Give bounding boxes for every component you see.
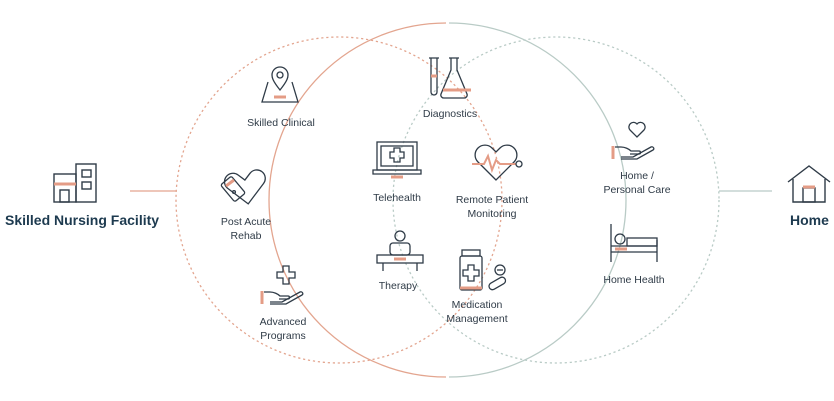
telehealth-label: Telehealth <box>373 192 421 204</box>
lab-flasks-icon <box>423 56 473 100</box>
map-pin-icon <box>258 64 302 104</box>
hand-plus-icon <box>258 264 308 306</box>
hand-heart-icon <box>609 119 659 161</box>
skilled-nursing-facility-label: Skilled Nursing Facility <box>5 212 160 228</box>
bed-patient-icon <box>607 222 661 264</box>
nursing-facility-building-icon <box>52 160 100 204</box>
heart-pulse-icon <box>470 142 526 182</box>
home-health-label: Home Health <box>603 274 665 286</box>
diagnostics-label: Diagnostics <box>422 108 478 120</box>
skilled-clinical-label: Skilled Clinical <box>247 117 315 129</box>
heart-phone-icon <box>220 164 272 208</box>
post-acute-rehab-label: Post Acute Rehab <box>220 216 272 242</box>
home-label: Home <box>790 212 829 228</box>
medication-icon <box>458 248 512 294</box>
medication-management-label: Medication Management <box>446 299 508 325</box>
therapy-label: Therapy <box>378 280 418 292</box>
home-house-icon <box>786 164 832 204</box>
advanced-programs-label: Advanced Programs <box>259 316 307 342</box>
therapy-table-icon <box>375 229 425 273</box>
laptop-medical-icon <box>371 139 425 181</box>
right-circle-dotted <box>392 36 720 364</box>
right-circle <box>448 22 627 378</box>
remote-patient-monitoring-label: Remote Patient Monitoring <box>455 194 529 220</box>
left-circle-dotted <box>175 36 503 364</box>
left-circle <box>268 22 447 378</box>
home-personal-care-label: Home / Personal Care <box>603 170 671 196</box>
